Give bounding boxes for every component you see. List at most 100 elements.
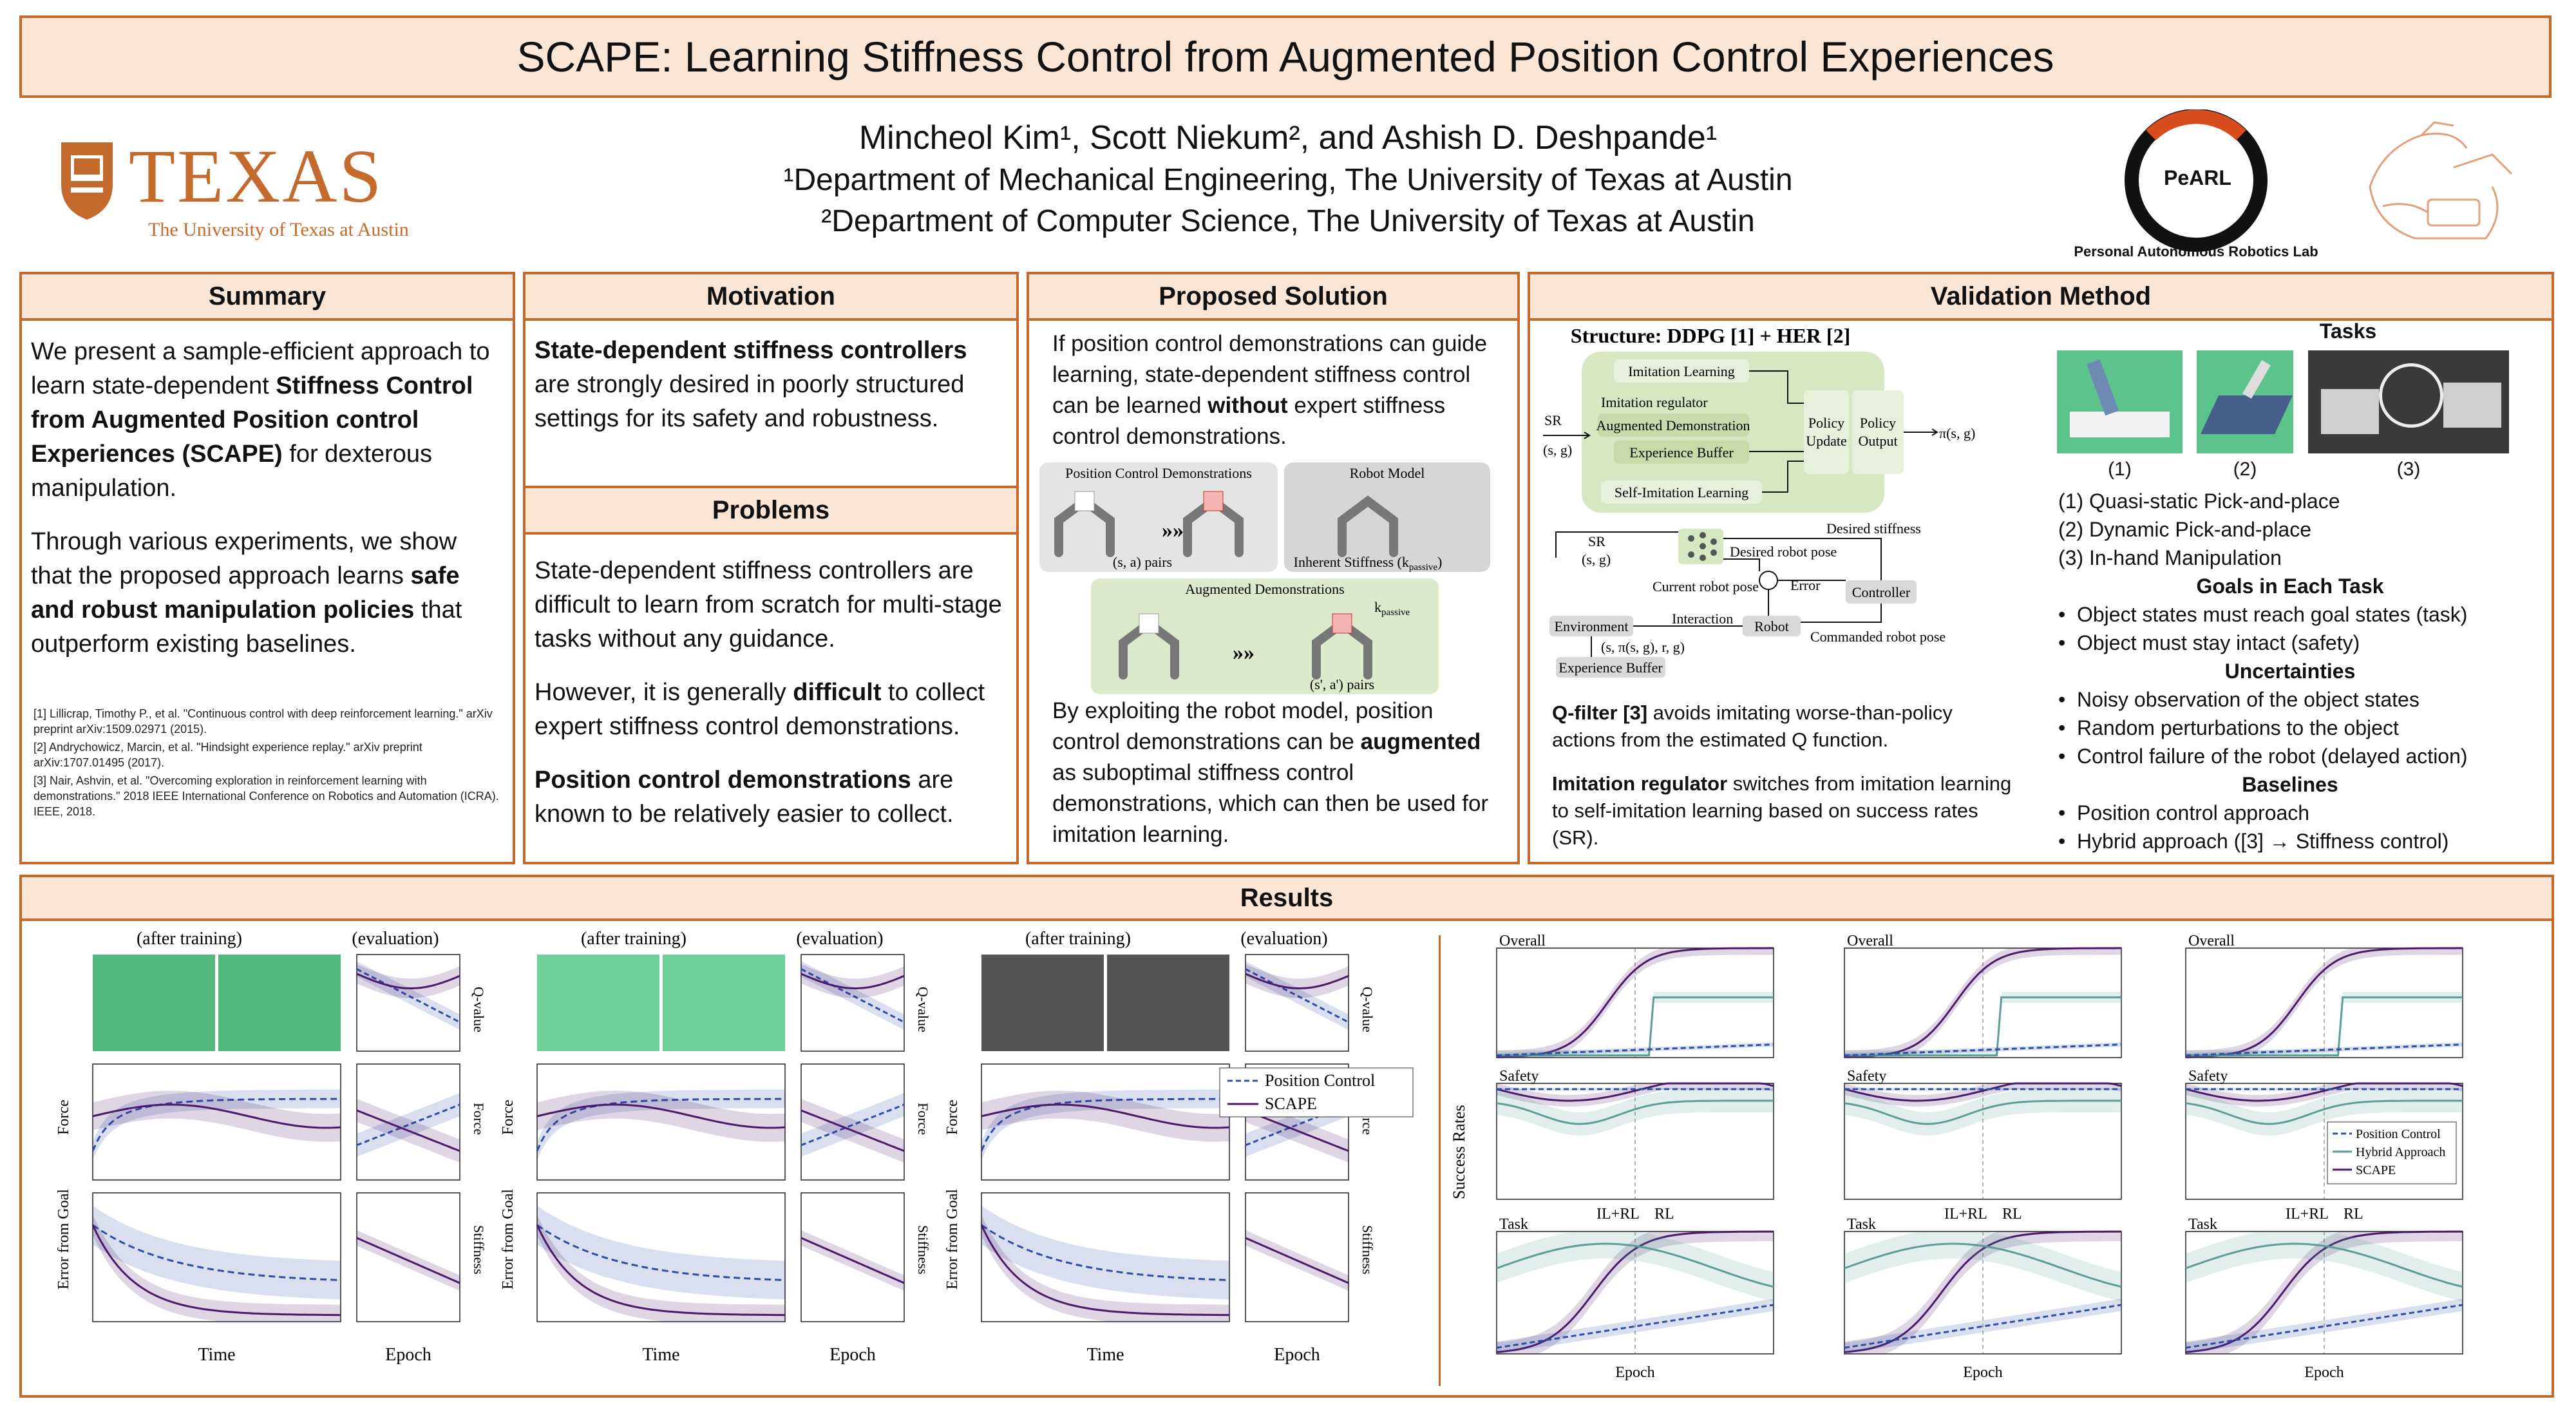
hybrid-overall-line xyxy=(1497,996,1774,1057)
task-item: (3) In-hand Manipulation xyxy=(2058,546,2282,569)
scape-task-line xyxy=(1496,1230,1774,1353)
scape-force-line-band xyxy=(537,1090,785,1142)
position-force-line-band xyxy=(93,1089,341,1161)
hand-shape xyxy=(2379,363,2443,428)
results-panel: Results (after training)(evaluation)Forc… xyxy=(19,875,2554,1398)
q-axis-label: Q-value xyxy=(1359,987,1376,1032)
solution-bold: augmented xyxy=(1360,729,1481,754)
summary-body: We present a sample-efficient approach t… xyxy=(22,321,513,692)
goal-item: • Object states must reach goal states (… xyxy=(2058,603,2468,626)
object-square xyxy=(1074,491,1095,511)
eb-box xyxy=(1614,441,1749,464)
position-overall-line xyxy=(1496,1043,1774,1057)
unc-item: • Noisy observation of the object states xyxy=(2058,688,2420,711)
stiffness-plot-frame xyxy=(800,1192,905,1322)
eval-force-frame xyxy=(1245,1063,1349,1181)
fig-inh-label: Inherent Stiffness (kpassive) xyxy=(1294,554,1443,573)
hybrid-task-line xyxy=(1844,1242,2122,1288)
scape-task-line xyxy=(2185,1230,2463,1353)
structure-diagram: Structure: DDPG [1] + HER [2] Imitation … xyxy=(1543,324,1975,513)
error-plot-frame xyxy=(981,1192,1230,1322)
hybrid-overall-line-band xyxy=(1844,992,2121,1058)
sil-label: Self-Imitation Learning xyxy=(1615,484,1748,500)
affiliation-1: ¹Department of Mechanical Engineering, T… xyxy=(783,163,1793,197)
goal-item: • Object must stay intact (safety) xyxy=(2058,631,2360,654)
goal-text: Object must stay intact (safety) xyxy=(2076,631,2360,654)
title-bar: SCAPE: Learning Stiffness Control from A… xyxy=(19,15,2552,98)
task-image-3 xyxy=(2308,350,2509,453)
time-axis-label: Time xyxy=(198,1345,235,1365)
sr-row-label: Overall xyxy=(1499,933,1546,949)
unc-item: • Random perturbations to the object xyxy=(2058,716,2399,739)
scape-stiffness-line xyxy=(1245,1237,1349,1284)
ad-box xyxy=(1598,414,1749,437)
position-q-line-band xyxy=(1245,961,1349,1030)
error-axis-label: Error from Goal xyxy=(55,1189,72,1289)
qfilter-bold: Q-filter [3] xyxy=(1552,701,1648,724)
problems-heading: Problems xyxy=(526,486,1016,535)
position-task-line xyxy=(1496,1304,1774,1349)
scape-error-line xyxy=(980,1224,1230,1317)
hybrid-safety-line xyxy=(1844,1099,2121,1125)
stiffness-axis-label: Stiffness xyxy=(915,1225,931,1275)
ctrl-label: Controller xyxy=(1852,584,1911,600)
rl-label: RL xyxy=(2344,1206,2363,1222)
force-plot-frame xyxy=(92,1063,341,1181)
position-force-line-band xyxy=(981,1089,1229,1161)
hybrid-task-line xyxy=(2185,1242,2463,1288)
force-axis-label: Force xyxy=(500,1099,516,1135)
after-training-label: (after training) xyxy=(1025,929,1131,949)
pearl-ring-icon xyxy=(2125,109,2268,252)
task-item: (2) Dynamic Pick-and-place xyxy=(2058,518,2312,541)
hybrid-task-line-band xyxy=(1497,1232,1774,1302)
fig-rm-label: Robot Model xyxy=(1350,465,1425,481)
env-label: Environment xyxy=(1555,618,1629,634)
problems-paragraph-1: State-dependent stiffness controllers ar… xyxy=(535,557,1002,652)
epoch-axis-label: Epoch xyxy=(829,1345,876,1365)
hybrid-overall-line-band xyxy=(2186,992,2463,1058)
sr-row-label: Safety xyxy=(1499,1068,1539,1085)
sum-node xyxy=(1759,571,1778,590)
solution-paragraph-1: If position control demonstrations can g… xyxy=(1029,321,1517,452)
position-eval-force-line xyxy=(356,1103,460,1146)
motivation-heading: Motivation xyxy=(526,274,1016,321)
pi-label: π(s, g) xyxy=(1939,425,1975,441)
controller-box xyxy=(1846,580,1917,604)
robot-arm-shape xyxy=(2087,359,2119,416)
ilrl-label: IL+RL xyxy=(1596,1206,1640,1222)
summary-panel: Summary We present a sample-efficient ap… xyxy=(19,272,515,864)
regulator-bold: Imitation regulator xyxy=(1552,772,1728,795)
reference-2: [2] Andrychowicz, Marcin, et al. "Hindsi… xyxy=(33,741,422,769)
unc-text: Noisy observation of the object states xyxy=(2076,688,2420,711)
task-label-1: (1) xyxy=(2108,459,2132,480)
snapshot-image xyxy=(663,955,785,1051)
scape-task-line-band xyxy=(2186,1232,2463,1354)
position-q-line-band xyxy=(357,961,460,1030)
problems-paragraph-2: However, it is generally difficult to co… xyxy=(535,676,1007,744)
pu-label: Policy xyxy=(1808,415,1844,431)
network-icon xyxy=(1688,532,1717,561)
eb-label: Experience Buffer xyxy=(1629,444,1734,461)
scape-task-line-band xyxy=(1844,1232,2121,1354)
position-task-line-band xyxy=(2186,1298,2463,1354)
error-axis-label: Error from Goal xyxy=(500,1189,516,1289)
error-plot-frame xyxy=(92,1192,341,1322)
force-plot-frame xyxy=(981,1063,1230,1181)
after-training-label: (after training) xyxy=(581,929,687,949)
snapshot-image xyxy=(93,955,215,1051)
task-image-1 xyxy=(2057,350,2183,453)
position-q-line-band xyxy=(801,961,904,1030)
sr-label: SR xyxy=(1544,412,1562,428)
cmd-label: Commanded robot pose xyxy=(1810,629,1946,645)
motivation-text: are strongly desired in poorly structure… xyxy=(535,371,965,432)
fig-sa2-label: (s', a') pairs xyxy=(1310,676,1374,692)
tasks-heading: Tasks xyxy=(2319,319,2377,343)
task-label-3: (3) xyxy=(2396,459,2421,480)
q-plot-frame xyxy=(356,954,460,1052)
pearl-logo: PeARL Personal Autonomous Robotics Lab xyxy=(2074,109,2318,264)
motivation-bold: State-dependent stiffness controllers xyxy=(535,337,967,364)
affiliation-2: ²Department of Computer Science, The Uni… xyxy=(821,204,1755,238)
object-squeezed xyxy=(1332,613,1352,634)
scape-safety-line xyxy=(2185,1082,2463,1102)
